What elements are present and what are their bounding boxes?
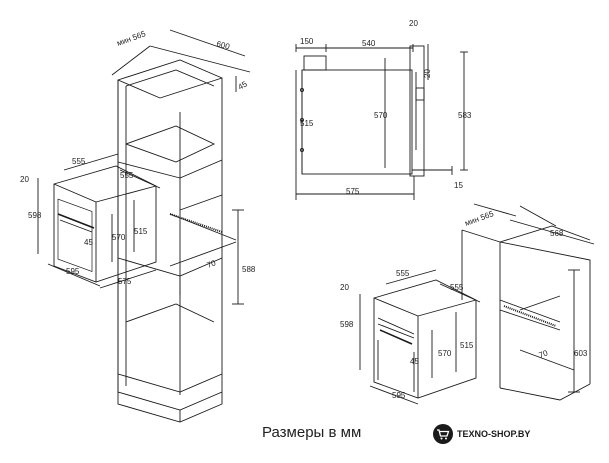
side-depth-inner-label: 540 (362, 39, 376, 48)
oven-left (37, 153, 161, 289)
oven-right-width-top-label: 555 (396, 269, 410, 278)
units-caption: Размеры в мм (262, 424, 362, 441)
oven-right (359, 269, 481, 405)
oven-left-front-width-label: 595 (66, 267, 80, 276)
oven-left-top-label: 20 (20, 175, 29, 184)
dimension-labels: мин 565 600 45 588 70 20 555 555 598 570… (20, 19, 588, 400)
oven-left-inner-height-label: 570 (112, 233, 126, 242)
oven-right-depth-top-label: 555 (450, 283, 464, 292)
oven-left-width-top-label: 555 (72, 157, 86, 166)
oven-left-depth-top-label: 555 (120, 171, 134, 180)
oven-right-handle-label: 45 (410, 357, 419, 366)
under-height-label: 603 (574, 349, 588, 358)
under-depth-label: 568 (550, 229, 564, 238)
side-view (295, 44, 468, 200)
side-back-label: 150 (300, 37, 314, 46)
side-top-gap-label: 20 (409, 19, 418, 28)
shop-logo: TEXNO-SHOP.BY (433, 424, 530, 444)
side-offset-label: 20 (423, 69, 432, 78)
oven-right-front-width-label: 595 (392, 391, 406, 400)
undercounter-niche (461, 203, 595, 401)
oven-right-inner-width-label: 515 (460, 341, 474, 350)
tall-min-depth-label: мин 565 (116, 29, 148, 48)
shopping-cart-icon (433, 424, 453, 444)
tall-top-offset-label: 45 (237, 79, 250, 92)
side-height-left-label: 515 (300, 119, 314, 128)
oven-left-depth-label: 575 (118, 277, 132, 286)
tall-width-label: 600 (215, 39, 231, 51)
side-height-inner-label: 570 (374, 111, 388, 120)
tall-vent-offset-label: 70 (206, 258, 218, 270)
oven-right-height-label: 598 (340, 320, 354, 329)
shop-logo-text: TEXNO-SHOP.BY (457, 429, 531, 439)
tall-niche-height-label: 588 (242, 265, 256, 274)
side-total-depth-label: 575 (346, 187, 360, 196)
oven-right-inner-height-label: 570 (438, 349, 452, 358)
oven-left-handle-label: 45 (84, 238, 93, 247)
oven-left-height-label: 598 (28, 211, 42, 220)
side-base-label: 15 (454, 181, 463, 190)
oven-left-inner-width-label: 515 (134, 227, 148, 236)
oven-right-top-label: 20 (340, 283, 349, 292)
under-vent-offset-label: 70 (538, 348, 550, 360)
side-height-total-label: 583 (458, 111, 472, 120)
tall-cabinet (111, 29, 251, 423)
under-min-depth-label: мин 565 (464, 209, 496, 228)
